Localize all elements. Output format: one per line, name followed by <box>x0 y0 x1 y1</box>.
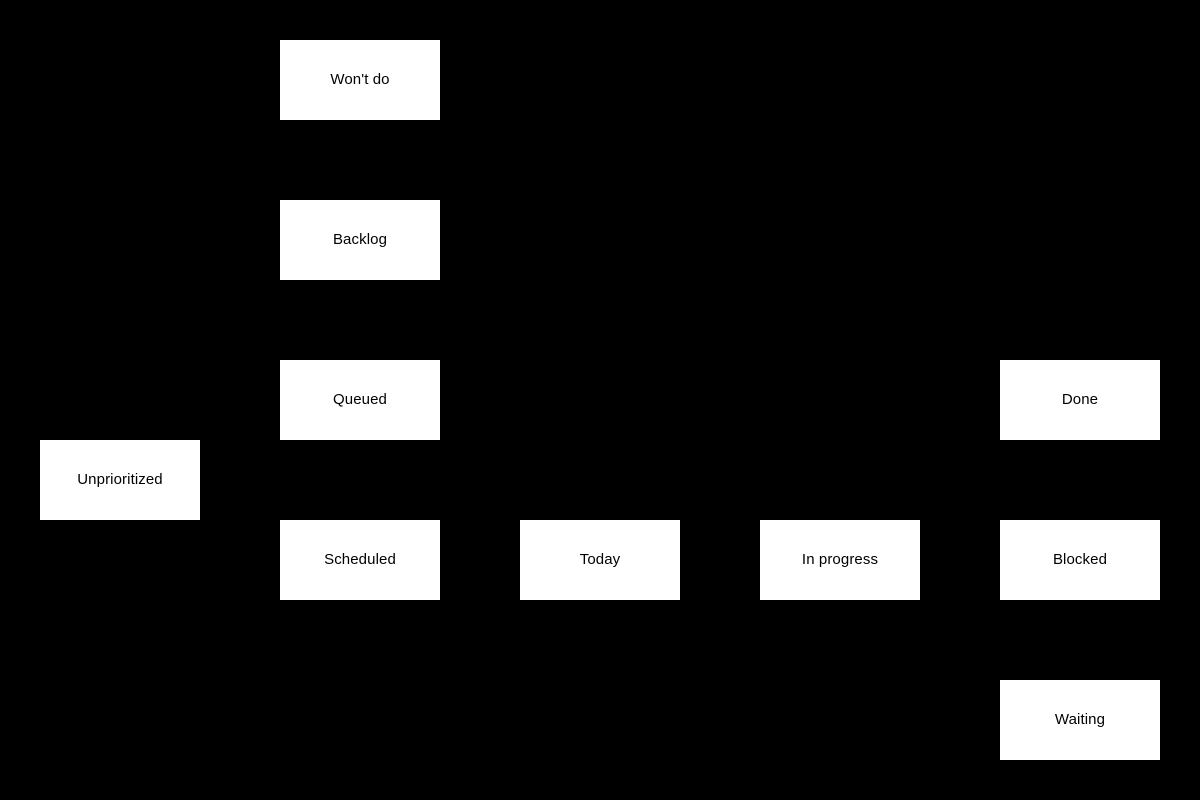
node-label-waiting: Waiting <box>1054 710 1106 728</box>
node-done[interactable]: Done <box>1000 360 1160 440</box>
node-label-backlog: Backlog <box>332 230 388 248</box>
node-label-unprioritized: Unprioritized <box>77 470 163 488</box>
node-label-queued: Queued <box>333 390 387 408</box>
node-blocked[interactable]: Blocked <box>1000 520 1160 600</box>
node-label-blocked: Blocked <box>1052 550 1108 568</box>
node-label-wont-do: Won't do <box>330 70 390 88</box>
node-wont-do[interactable]: Won't do <box>280 40 440 120</box>
node-scheduled[interactable]: Scheduled <box>280 520 440 600</box>
node-label-scheduled: Scheduled <box>324 550 396 568</box>
node-unprioritized[interactable]: Unprioritized <box>40 440 200 520</box>
node-label-today: Today <box>579 550 621 568</box>
node-queued[interactable]: Queued <box>280 360 440 440</box>
node-label-done: Done <box>1061 390 1099 408</box>
node-backlog[interactable]: Backlog <box>280 200 440 280</box>
node-waiting[interactable]: Waiting <box>1000 680 1160 760</box>
node-in-progress[interactable]: In progress <box>760 520 920 600</box>
node-today[interactable]: Today <box>520 520 680 600</box>
node-label-in-progress: In progress <box>801 550 879 568</box>
